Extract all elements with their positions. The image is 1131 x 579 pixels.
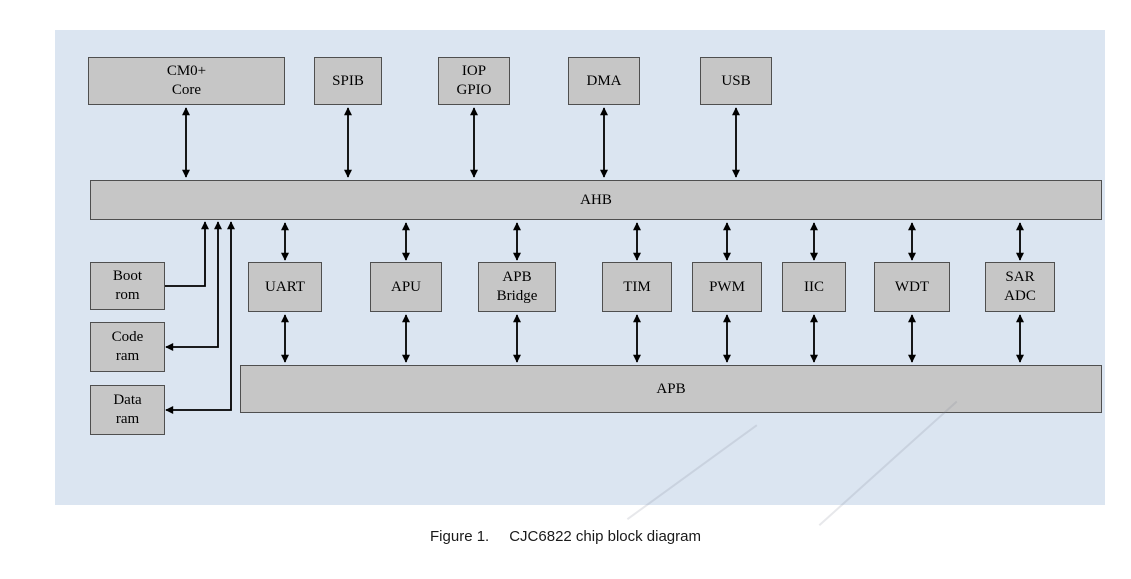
bus-apb: APB (240, 365, 1102, 413)
block-tim: TIM (602, 262, 672, 312)
block-apb-bridge: APB Bridge (478, 262, 556, 312)
block-dma: DMA (568, 57, 640, 105)
block-usb: USB (700, 57, 772, 105)
block-pwm: PWM (692, 262, 762, 312)
block-wdt: WDT (874, 262, 950, 312)
figure-number: Figure 1. (430, 528, 490, 545)
figure-caption: Figure 1. CJC6822 chip block diagram (0, 528, 1131, 545)
block-apu: APU (370, 262, 442, 312)
caption-text: CJC6822 chip block diagram (509, 528, 701, 545)
block-uart: UART (248, 262, 322, 312)
block-spib: SPIB (314, 57, 382, 105)
block-boot-rom: Boot rom (90, 262, 165, 310)
bus-ahb: AHB (90, 180, 1102, 220)
block-cm0-core: CM0+ Core (88, 57, 285, 105)
block-sar-adc: SAR ADC (985, 262, 1055, 312)
block-code-ram: Code ram (90, 322, 165, 372)
block-iop-gpio: IOP GPIO (438, 57, 510, 105)
block-iic: IIC (782, 262, 846, 312)
block-data-ram: Data ram (90, 385, 165, 435)
